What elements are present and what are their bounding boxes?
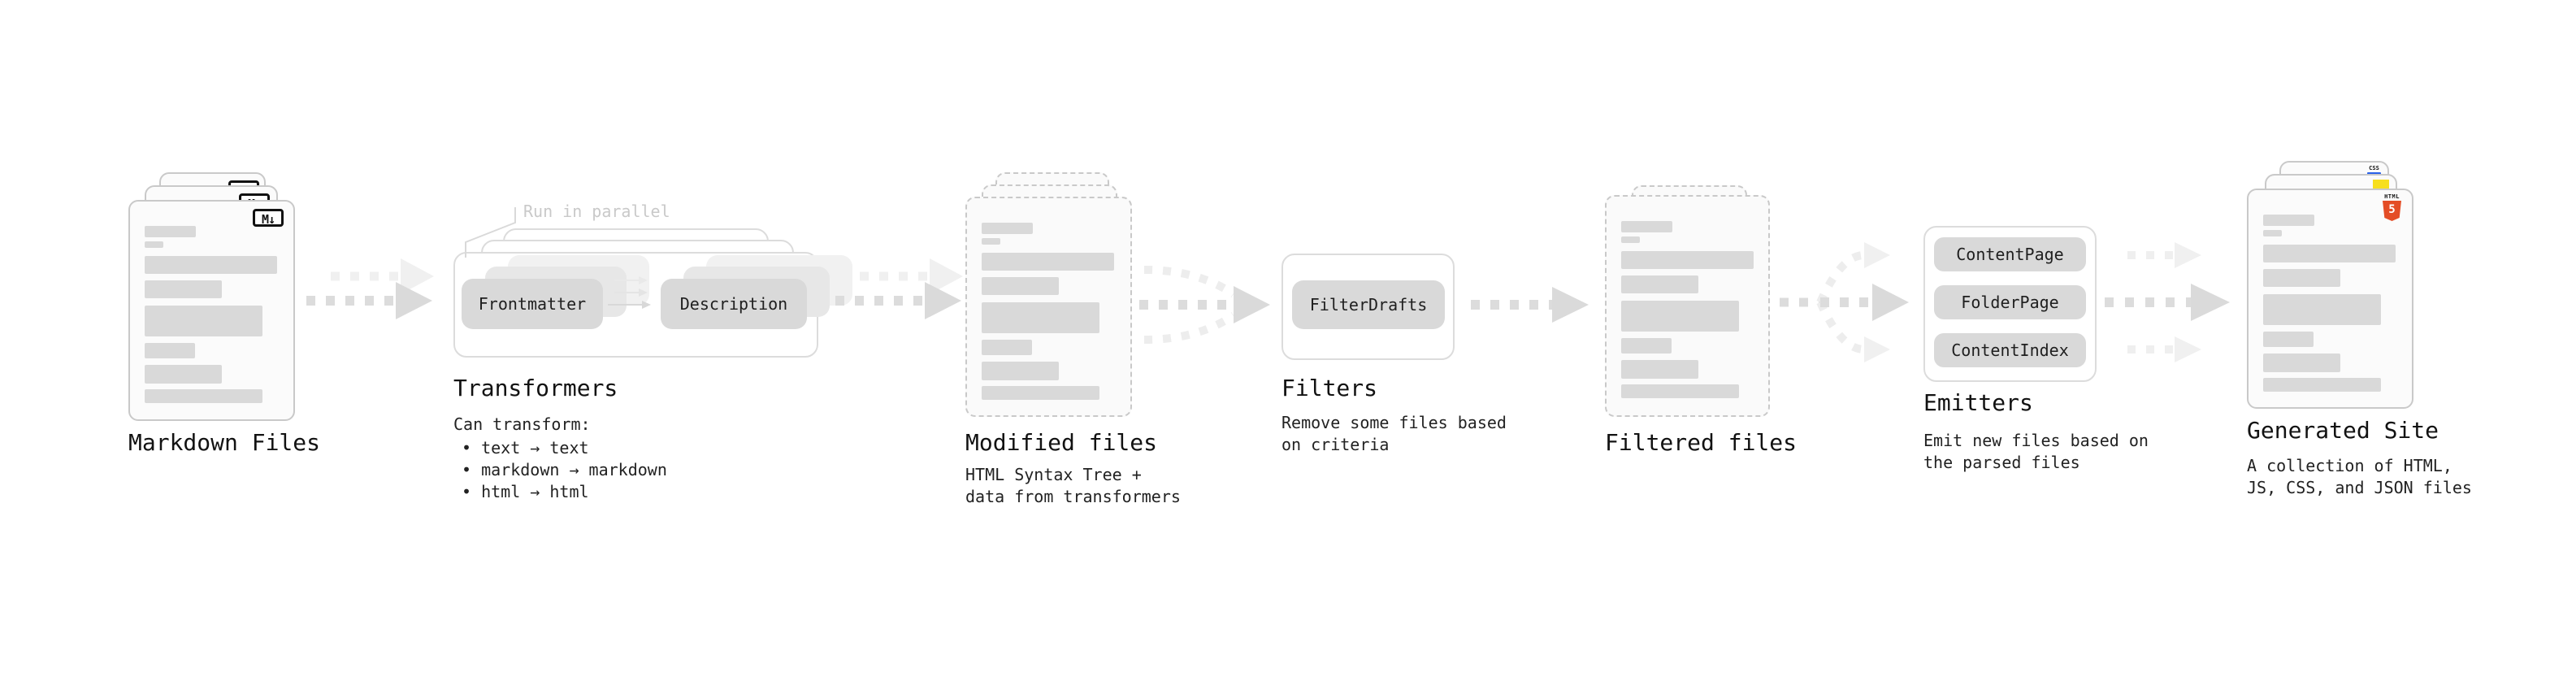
- description-line: Remove some files based: [1281, 413, 1507, 432]
- filters-title: Filters: [1281, 375, 1378, 401]
- bullet-item: • html → html: [462, 482, 589, 501]
- html5-badge-label: HTML: [2384, 193, 2400, 200]
- contentindex-pill: ContentIndex: [1934, 333, 2086, 367]
- content-line-placeholder: [145, 241, 163, 248]
- description-line: data from transformers: [965, 487, 1181, 506]
- content-line-placeholder: [2263, 245, 2396, 262]
- triple-arrow-icon: [2105, 242, 2230, 362]
- html5-shield: 5: [2383, 201, 2401, 221]
- content-line-placeholder: [1621, 275, 1698, 293]
- modified-files-title: Modified files: [965, 429, 1158, 456]
- filtered-file-card-front: [1605, 195, 1770, 417]
- flow-arrow-icon: [306, 258, 434, 319]
- transformers-description: Can transform:: [453, 414, 591, 434]
- content-line-placeholder: [982, 223, 1033, 234]
- description-line: Emit new files based on: [1923, 431, 2149, 450]
- css-badge-label: CSS: [2369, 165, 2379, 171]
- ghost-arrow-icon: [860, 258, 963, 294]
- css-icon: CSS: [2367, 166, 2381, 175]
- content-line-placeholder: [1621, 236, 1640, 243]
- markdown-file-card-front: M↓: [128, 200, 295, 421]
- callout-leader-line: [465, 207, 516, 258]
- html5-number: 5: [2388, 203, 2396, 216]
- content-line-placeholder: [2263, 354, 2340, 372]
- folderpage-pill: FolderPage: [1934, 285, 2086, 319]
- run-in-parallel-label: Run in parallel: [523, 202, 670, 221]
- markdown-icon: M↓: [253, 209, 284, 227]
- emitters-description: Emit new files based on the parsed files: [1923, 430, 2149, 474]
- content-line-placeholder: [982, 253, 1114, 271]
- ghost-arrow-icon: [331, 258, 434, 294]
- description-line: on criteria: [1281, 435, 1390, 454]
- content-line-placeholder: [1621, 338, 1672, 354]
- content-line-placeholder: [1621, 221, 1672, 232]
- generated-site-title: Generated Site: [2247, 417, 2439, 444]
- emitters-title: Emitters: [1923, 389, 2033, 416]
- flow-arrow-icon: [835, 258, 963, 319]
- description-pill: Description: [661, 279, 807, 329]
- content-line-placeholder: [982, 238, 1000, 245]
- site-file-card-html: HTML 5: [2247, 189, 2413, 409]
- content-line-placeholder: [2263, 215, 2314, 226]
- content-line-placeholder: [145, 389, 262, 403]
- content-line-placeholder: [2263, 332, 2314, 347]
- parallel-arrows-icon: [608, 276, 651, 309]
- modified-files-description: HTML Syntax Tree + data from transformer…: [965, 464, 1181, 508]
- content-line-placeholder: [1621, 360, 1698, 379]
- content-line-placeholder: [982, 340, 1032, 355]
- content-line-placeholder: [1621, 301, 1739, 332]
- content-line-placeholder: [982, 302, 1099, 333]
- content-line-placeholder: [982, 386, 1099, 400]
- modified-file-card-front: [965, 197, 1132, 417]
- bullet-item: • text → text: [462, 438, 589, 458]
- bullet-item: • markdown → markdown: [462, 460, 667, 479]
- content-line-placeholder: [982, 362, 1059, 380]
- content-line-placeholder: [2263, 269, 2340, 287]
- markdown-files-title: Markdown Files: [128, 429, 321, 456]
- css-badge-underline: [2367, 172, 2381, 175]
- filters-description: Remove some files based on criteria: [1281, 412, 1507, 456]
- split-arrow-icon: [1780, 242, 1909, 362]
- content-line-placeholder: [145, 306, 262, 336]
- content-line-placeholder: [1621, 384, 1739, 398]
- content-line-placeholder: [145, 280, 222, 298]
- content-line-placeholder: [2263, 294, 2381, 325]
- description-line: JS, CSS, and JSON files: [2247, 478, 2472, 497]
- main-arrow-icon: [835, 282, 961, 319]
- main-arrow-icon: [306, 282, 432, 319]
- filterdrafts-pill: FilterDrafts: [1292, 280, 1445, 329]
- content-line-placeholder: [982, 277, 1059, 295]
- flow-arrow-icon: [1471, 287, 1589, 323]
- description-line: HTML Syntax Tree +: [965, 465, 1142, 484]
- frontmatter-pill: Frontmatter: [462, 279, 603, 329]
- merge-arrow-icon: [1139, 266, 1270, 344]
- html5-icon: HTML 5: [2383, 193, 2401, 221]
- filtered-files-title: Filtered files: [1605, 429, 1798, 456]
- js-icon: [2373, 180, 2389, 189]
- description-line: the parsed files: [1923, 453, 2080, 472]
- generated-site-description: A collection of HTML, JS, CSS, and JSON …: [2247, 455, 2472, 499]
- content-line-placeholder: [1621, 251, 1754, 269]
- content-line-placeholder: [2263, 378, 2381, 392]
- transformers-title: Transformers: [453, 375, 618, 401]
- transformers-bullet-list: • text → text • markdown → markdown • ht…: [462, 437, 667, 503]
- description-line: A collection of HTML,: [2247, 456, 2452, 475]
- contentpage-pill: ContentPage: [1934, 237, 2086, 271]
- content-line-placeholder: [145, 343, 195, 358]
- content-line-placeholder: [145, 226, 196, 237]
- content-line-placeholder: [145, 365, 222, 384]
- content-line-placeholder: [145, 256, 277, 274]
- content-line-placeholder: [2263, 230, 2282, 236]
